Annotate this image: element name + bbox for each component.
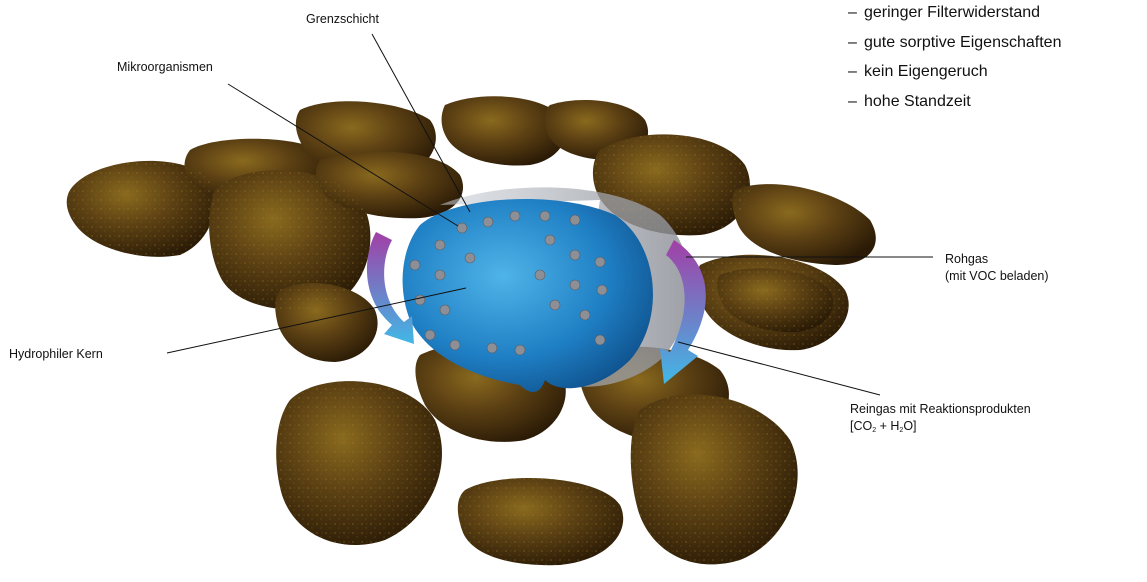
rohgas-line2: (mit VOC beladen) — [945, 268, 1049, 285]
property-text: hohe Standzeit — [864, 93, 971, 110]
bullet-dash: – — [848, 57, 864, 87]
bullet-dash: – — [848, 28, 864, 58]
property-item: –kein Eigengeruch — [848, 57, 1061, 87]
label-mikroorganismen: Mikroorganismen — [117, 59, 213, 76]
reingas-close: O] — [903, 419, 916, 433]
reingas-mid: + H — [876, 419, 899, 433]
rohgas-line1: Rohgas — [945, 251, 1049, 268]
property-text: geringer Filterwiderstand — [864, 4, 1040, 21]
label-hydrophiler-kern: Hydrophiler Kern — [9, 346, 103, 363]
bullet-dash: – — [848, 87, 864, 117]
label-rohgas: Rohgas (mit VOC beladen) — [945, 251, 1049, 285]
reingas-open: [CO — [850, 419, 872, 433]
bullet-dash: – — [848, 0, 864, 28]
property-item: –gute sorptive Eigenschaften — [848, 28, 1061, 58]
label-reingas: Reingas mit Reaktionsprodukten [CO2 + H2… — [850, 401, 1031, 439]
label-grenzschicht: Grenzschicht — [306, 11, 379, 28]
reingas-line2: [CO2 + H2O] — [850, 418, 1031, 439]
properties-list: –geringer Filterwiderstand –gute sorptiv… — [848, 0, 1061, 116]
property-text: kein Eigengeruch — [864, 63, 988, 80]
reingas-line1: Reingas mit Reaktionsprodukten — [850, 401, 1031, 418]
property-item: –hohe Standzeit — [848, 87, 1061, 117]
property-text: gute sorptive Eigenschaften — [864, 34, 1061, 51]
property-item: –geringer Filterwiderstand — [848, 0, 1061, 28]
